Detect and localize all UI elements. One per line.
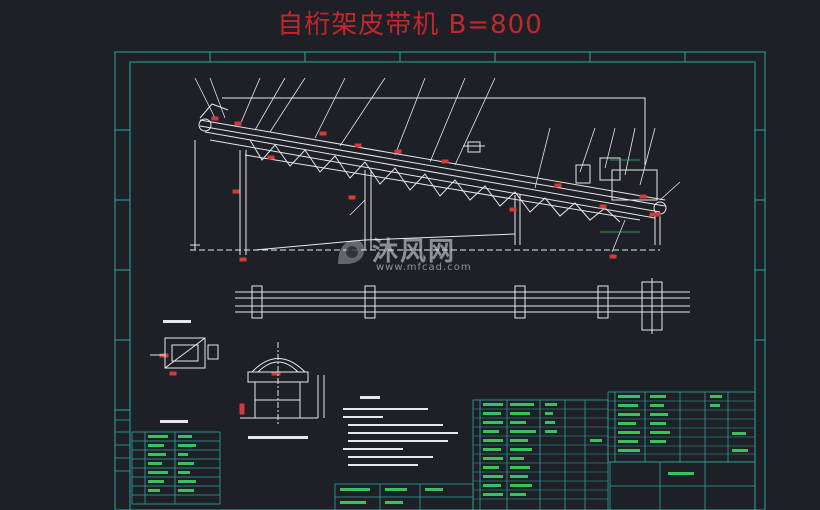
sheet-frame: [114, 51, 766, 510]
watermark-url: www.mfcad.com: [376, 262, 472, 273]
plan-view: [235, 278, 690, 334]
part-leaders: [194, 77, 681, 253]
watermark-text: 沐风网: [372, 237, 457, 267]
params-table: [114, 419, 221, 510]
drawing-title: 自桁架皮带机 B=800: [277, 10, 543, 40]
conveyor-elevation: [190, 97, 667, 255]
section-marks: [600, 159, 640, 233]
watermark-logo-icon: [338, 240, 364, 264]
params-table-text: [148, 435, 196, 492]
parts-list-text: [340, 395, 748, 504]
dimension-marks: [159, 116, 661, 415]
tech-notes: [343, 396, 458, 466]
section-view: [240, 342, 325, 425]
section-caption: [160, 320, 308, 439]
detail-side-view: [150, 337, 219, 369]
parts-list-rows: [473, 400, 755, 500]
